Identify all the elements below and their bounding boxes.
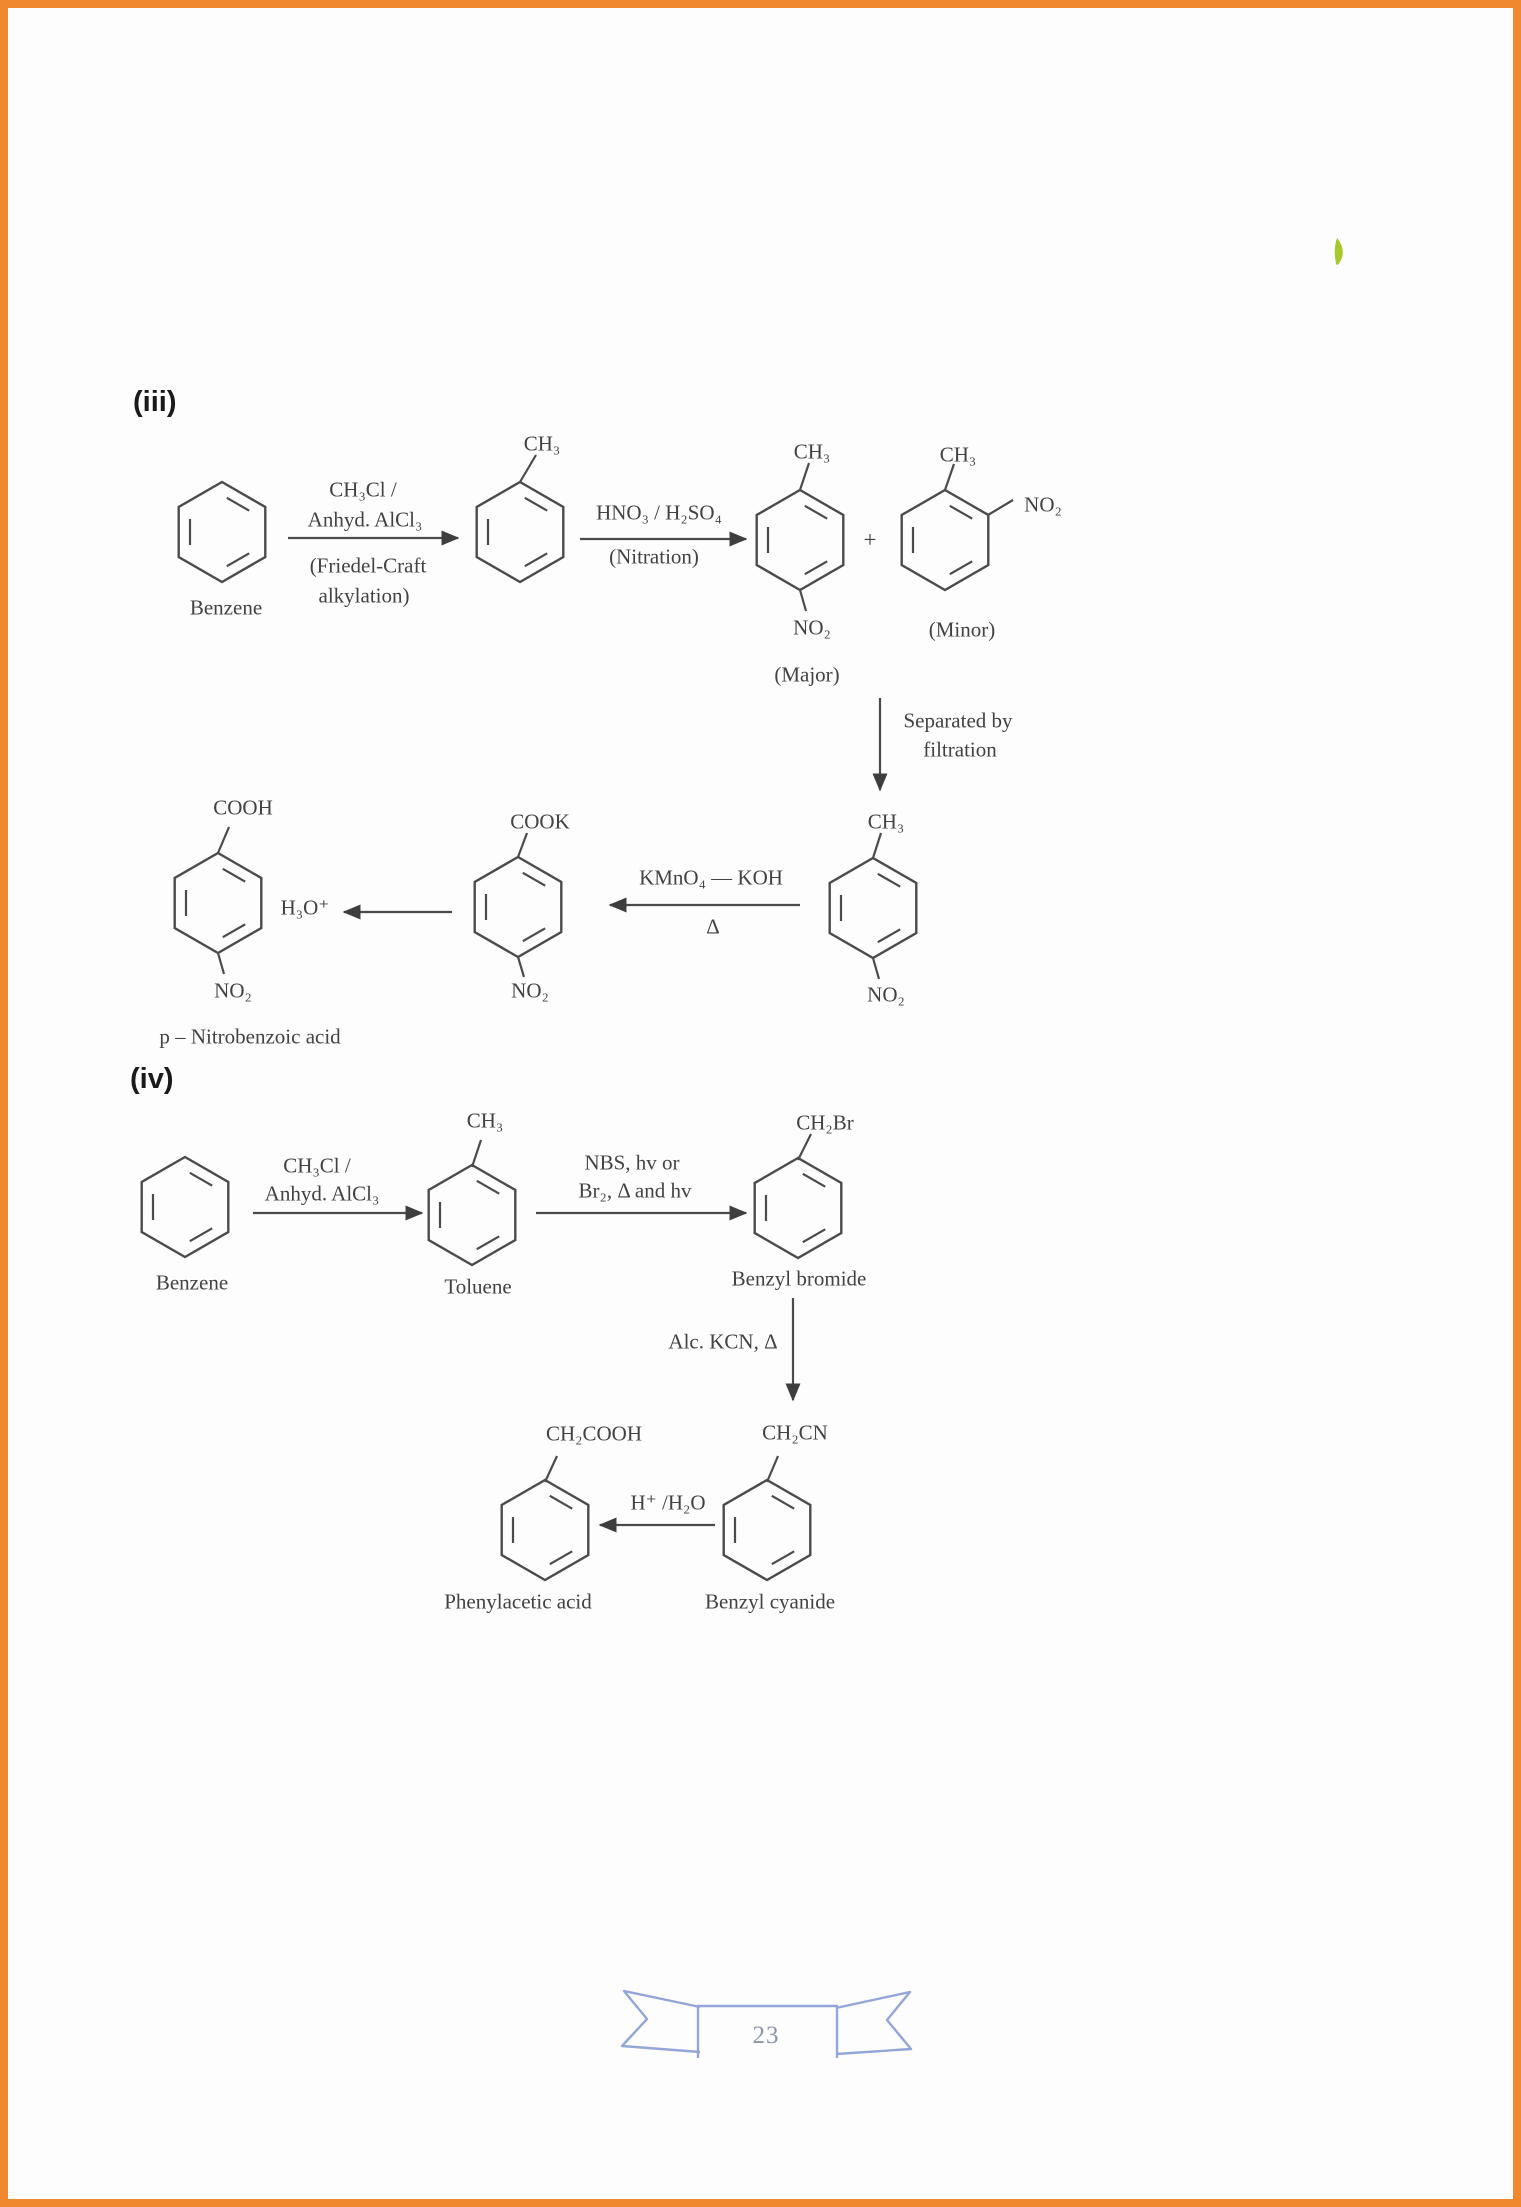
benzyl-bromide-label: Benzyl bromide bbox=[731, 1266, 867, 1291]
pnitrotoluene-no2-label: NO₂ bbox=[867, 982, 905, 1007]
phenylacetic-acid-ring bbox=[500, 1478, 590, 1582]
oxidation-reagent: KMnO₄ — KOH bbox=[639, 865, 783, 890]
separation-line-1: Separated by bbox=[903, 708, 1013, 733]
benzene-label-iii: Benzene bbox=[189, 595, 263, 620]
phenylacetic-acid-label: Phenylacetic acid bbox=[444, 1589, 592, 1614]
bond-toluene-ch3 bbox=[519, 454, 537, 483]
bond-minor-ch3 bbox=[943, 463, 956, 491]
cooh-label: COOH bbox=[213, 795, 273, 820]
major-no2-label: NO₂ bbox=[793, 615, 831, 640]
bond-ch2br bbox=[797, 1133, 812, 1161]
leaf-accent-icon bbox=[1334, 238, 1343, 265]
ch2cn-label: CH₂CN bbox=[762, 1420, 828, 1445]
ribbon-left-flag bbox=[620, 1989, 701, 2054]
bond-cook bbox=[516, 832, 529, 858]
toluene-ch3-label: CH₃ bbox=[523, 431, 561, 456]
major-ch3-label: CH₃ bbox=[793, 439, 831, 464]
nitration-reagent: HNO₃ / H₂SO₄ bbox=[596, 500, 722, 525]
bromination-reagent-1: NBS, hv or bbox=[584, 1150, 680, 1175]
page-number-ribbon bbox=[620, 1989, 913, 2058]
cook-no2-label: NO₂ bbox=[511, 978, 549, 1003]
alkylation-iv-reagent-2: Anhyd. AlCl₃ bbox=[264, 1181, 380, 1206]
minor-ch3-label: CH₃ bbox=[939, 442, 977, 467]
alkylation-reagent-2: Anhyd. AlCl₃ bbox=[307, 507, 423, 532]
benzene-label-iv: Benzene bbox=[155, 1270, 229, 1295]
nitrobenzoate-salt-ring bbox=[473, 855, 563, 959]
bond-toluene-iv-ch3 bbox=[470, 1139, 483, 1168]
benzyl-cyanide-label: Benzyl cyanide bbox=[704, 1589, 836, 1614]
bond-major-no2 bbox=[798, 589, 808, 612]
alkylation-reagent-1: CH₃Cl / bbox=[329, 477, 397, 502]
benzene-ring-iv bbox=[140, 1155, 230, 1259]
cooh-no2-label: NO₂ bbox=[214, 978, 252, 1003]
separation-line-2: filtration bbox=[923, 737, 997, 762]
bond-major-ch3 bbox=[798, 462, 811, 491]
toluene-label: Toluene bbox=[444, 1274, 512, 1299]
minor-label: (Minor) bbox=[928, 617, 996, 642]
bond-cooh-no2 bbox=[216, 952, 226, 975]
ch2cooh-label: CH₂COOH bbox=[546, 1421, 642, 1446]
oxidation-condition: Δ bbox=[706, 914, 720, 939]
bond-cook-no2 bbox=[516, 956, 526, 978]
minor-no2-label: NO₂ bbox=[1024, 492, 1062, 517]
bond-ch2cn bbox=[765, 1455, 780, 1483]
p-nitrotoluene-product-ring bbox=[755, 488, 845, 592]
bond-ch2cooh bbox=[544, 1455, 558, 1483]
page-number: 23 bbox=[752, 2022, 780, 2049]
bond-pnt-no2 bbox=[871, 957, 881, 980]
alkylation-condition-1: (Friedel-Craft bbox=[309, 553, 427, 578]
cook-label: COOK bbox=[510, 809, 570, 834]
bond-pnt-ch3 bbox=[871, 832, 883, 859]
ch2br-label: CH₂Br bbox=[796, 1110, 854, 1135]
pnitrotoluene-ch3-label: CH₃ bbox=[867, 809, 905, 834]
toluene-iv-ch3-label: CH₃ bbox=[466, 1108, 504, 1133]
p-nitrotoluene-ring-row2 bbox=[828, 856, 918, 960]
bond-minor-no2 bbox=[987, 499, 1014, 516]
toluene-ring-iv bbox=[427, 1163, 517, 1267]
section-iii-heading: (iii) bbox=[133, 386, 177, 418]
product-name-iii: p – Nitrobenzoic acid bbox=[159, 1024, 341, 1049]
alkylation-iv-reagent-1: CH₃Cl / bbox=[283, 1153, 351, 1178]
nitrobenzoic-acid-ring bbox=[173, 851, 263, 955]
ribbon-right-flag bbox=[835, 1990, 913, 2056]
nitration-condition: (Nitration) bbox=[609, 544, 699, 569]
benzene-ring-iii bbox=[177, 480, 267, 584]
bromination-reagent-2: Br₂, Δ and hv bbox=[578, 1178, 692, 1203]
benzyl-cyanide-ring bbox=[722, 1478, 812, 1582]
bond-cooh bbox=[216, 826, 231, 854]
ribbon-band bbox=[696, 2004, 839, 2058]
plus-sign: + bbox=[863, 527, 877, 552]
section-iv-heading: (iv) bbox=[130, 1063, 174, 1095]
major-label: (Major) bbox=[774, 662, 840, 687]
kcn-reagent: Alc. KCN, Δ bbox=[668, 1329, 778, 1354]
benzyl-bromide-ring bbox=[753, 1156, 843, 1260]
toluene-ring-iii bbox=[475, 480, 565, 584]
hydrolysis-reagent-iv: H⁺ /H₂O bbox=[630, 1490, 706, 1515]
hydronium-reagent: H₃O⁺ bbox=[280, 895, 330, 920]
o-nitrotoluene-product-ring bbox=[900, 488, 990, 592]
alkylation-condition-2: alkylation) bbox=[318, 583, 410, 608]
